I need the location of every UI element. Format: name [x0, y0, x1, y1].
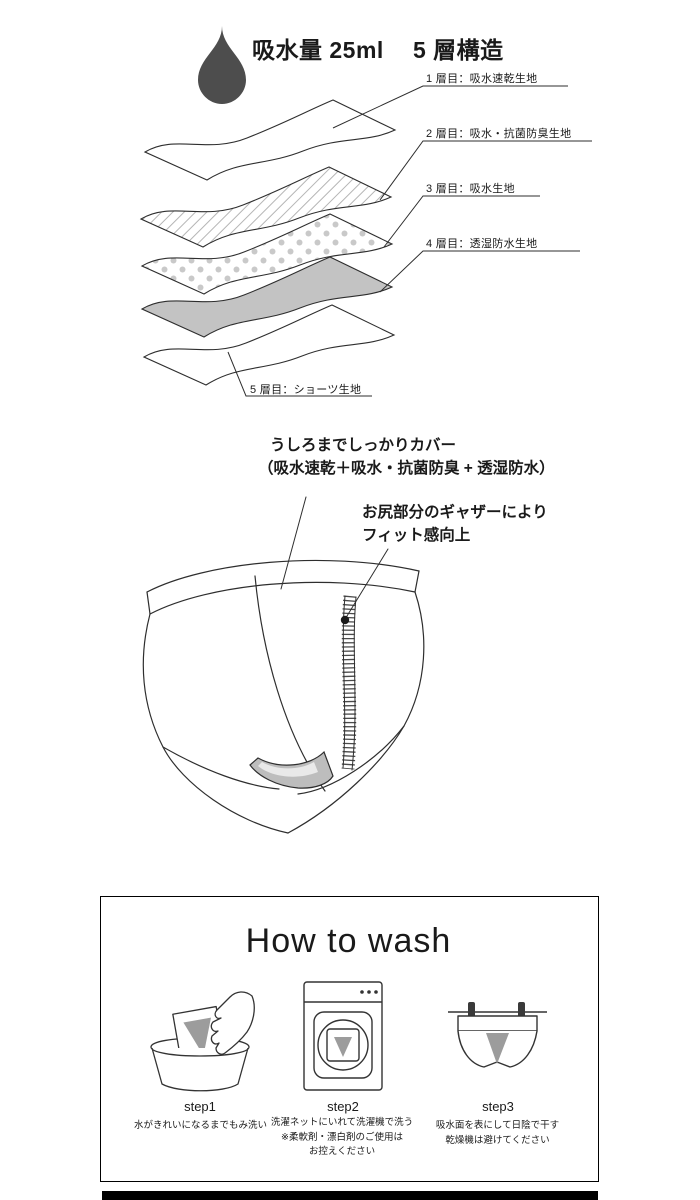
- back-cover-leader-line: [280, 496, 307, 590]
- how-to-wash-panel: [100, 896, 599, 1182]
- panty-back-illustration: [142, 496, 425, 834]
- layer-label-2: 2 層目：吸水・抗菌防臭生地: [426, 128, 572, 140]
- step3-label: step3: [482, 1099, 514, 1114]
- gather-point-marker: [340, 615, 350, 625]
- back-cover-note-line1: うしろまでしっかりカバー: [270, 437, 457, 454]
- step2-label: step2: [327, 1099, 359, 1114]
- back-cover-note-line2: （吸水速乾＋吸水・抗菌防臭 + 透湿防水）: [258, 460, 555, 477]
- step3-caption: 吸水面を表にして日陰で干す 乾燥機は避けてください: [435, 1120, 560, 1146]
- washing-machine-icon: [303, 981, 383, 1091]
- hand-shape: [210, 991, 255, 1055]
- gather-note-line2: フィット感向上: [362, 527, 471, 544]
- absorption-label: 吸水量 25ml: [252, 37, 384, 63]
- step1-label: step1: [184, 1099, 216, 1114]
- hang-dry-icon: [448, 1002, 547, 1068]
- step2-caption: 洗濯ネットにいれて洗濯機で洗う ※柔軟剤・漂白剤のご使用は お控えください: [270, 1117, 414, 1158]
- layer-label-4: 4 層目：透湿防水生地: [426, 238, 538, 250]
- gather-note-line1: お尻部分のギャザーにより: [362, 504, 548, 521]
- gather-leader-line: [346, 548, 389, 617]
- layer-1-sheet: [144, 99, 396, 181]
- layer-label-1: 1 層目：吸水速乾生地: [426, 73, 538, 85]
- layer-stack-diagram: [140, 99, 396, 386]
- wash-title: How to wash: [245, 922, 452, 960]
- step1-caption: 水がきれいになるまでもみ洗い: [133, 1120, 267, 1131]
- layer-label-3: 3 層目：吸水生地: [426, 183, 515, 195]
- layer-leader-lines: [227, 85, 592, 397]
- layer-label-5: 5 層目：ショーツ生地: [250, 384, 362, 396]
- water-drop-icon: [198, 26, 246, 104]
- bottom-divider-bar: [102, 1191, 598, 1200]
- hand-wash-icon: [150, 991, 255, 1092]
- structure-label: 5 層構造: [413, 37, 504, 63]
